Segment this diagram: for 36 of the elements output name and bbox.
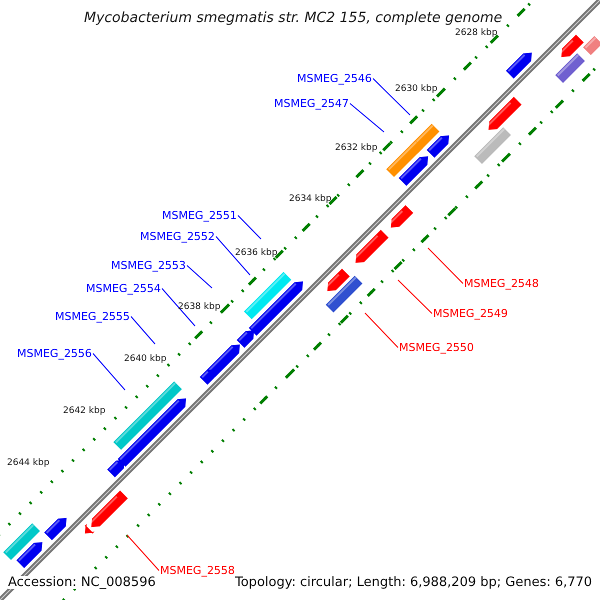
gene-label: MSMEG_2549 — [433, 308, 508, 318]
scale-label: 2644 kbp — [7, 458, 50, 468]
leader-line — [92, 353, 126, 390]
title: Mycobacterium smegmatis str. MC2 155, complete genome — [84, 11, 502, 25]
leader-line — [126, 534, 160, 571]
leader-line — [162, 288, 196, 326]
leader-line — [364, 312, 398, 348]
gene-label: MSMEG_2552 — [140, 230, 215, 242]
accession-text: Accession: NC_008596 — [8, 576, 156, 588]
leader-line — [398, 280, 432, 314]
gene-label: MSMEG_2555 — [55, 310, 130, 322]
scale-label: 2636 kbp — [235, 248, 278, 258]
leader-line — [186, 265, 212, 288]
leader-line — [372, 78, 410, 116]
gene-label: MSMEG_2546 — [297, 72, 372, 84]
scale-label: 2628 kbp — [455, 28, 498, 38]
gene-label: MSMEG_2548 — [464, 278, 539, 288]
gene-label: MSMEG_2554 — [86, 282, 161, 294]
scale-label: 2638 kbp — [178, 302, 220, 312]
gene-label: MSMEG_2553 — [111, 260, 186, 270]
leader-line — [216, 236, 250, 276]
gene-label: MSMEG_2550 — [399, 342, 474, 352]
scale-label: 2630 kbp — [395, 84, 438, 94]
leader-line — [130, 316, 156, 344]
scale-label: 2632 kbp — [335, 144, 378, 152]
genome-summary-text: Topology: circular; Length: 6,988,209 bp; Genes: 6,770 — [235, 576, 592, 588]
gene-label: MSMEG_2558 — [160, 564, 235, 576]
scale-label: 2640 kbp — [124, 354, 166, 364]
leader-line — [238, 215, 262, 240]
scale-label: 2634 kbp — [289, 194, 332, 204]
gene-label: MSMEG_2556 — [17, 348, 92, 358]
gene-label: MSMEG_2551 — [162, 210, 237, 220]
scale-label: 2642 kbp — [63, 406, 106, 416]
leader-line — [350, 103, 384, 132]
gene-label: MSMEG_2547 — [274, 98, 349, 108]
leader-line — [428, 248, 464, 284]
